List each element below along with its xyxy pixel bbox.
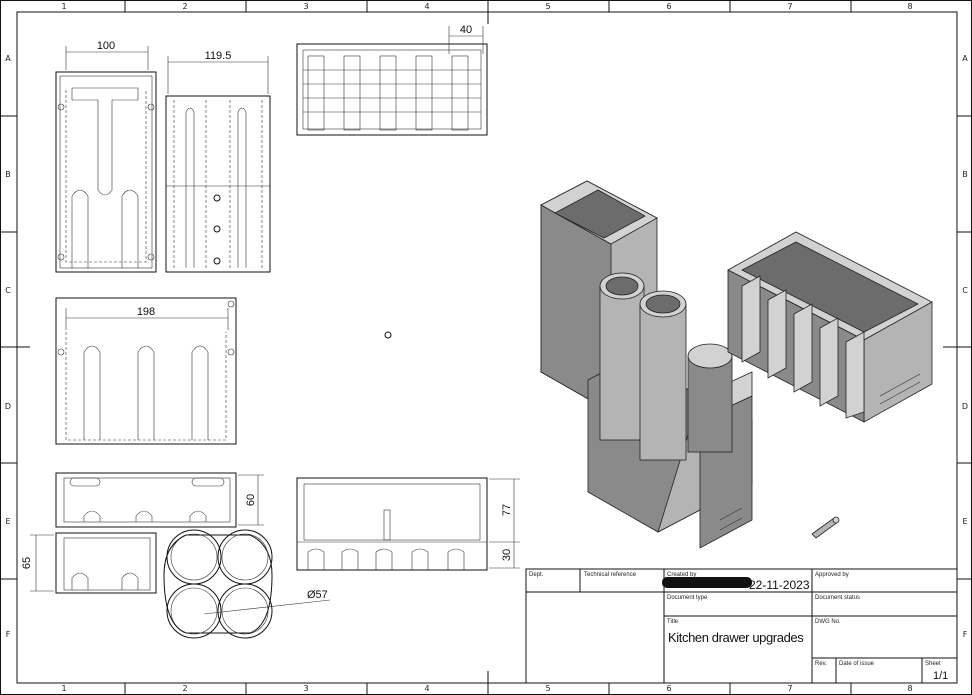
zone-col-4-top: 4 [424,2,429,11]
tb-sheet-value: 1/1 [933,670,948,682]
view-cups-top: Ø57 [163,529,331,639]
zone-row-c-left: C [5,286,11,295]
zone-col-6-top: 6 [666,2,671,11]
dim-cup-diameter: Ø57 [307,589,328,601]
tb-doc-status-label: Document status [815,595,860,601]
zone-row-f-right: F [963,630,968,639]
zone-col-7-bottom: 7 [787,684,792,693]
zone-col-8-bottom: 8 [907,684,912,693]
title-block: Dept. Technical reference Created by 22-… [525,568,958,684]
zone-row-c-right: C [962,286,968,295]
zone-col-8-top: 8 [907,2,912,11]
zone-row-e-right: E [962,517,967,526]
tb-created-by-label: Created by [667,572,696,578]
dim-box-height: 77 [501,504,513,516]
drawer-slot-fins [741,275,865,419]
tb-created-date: 22-11-2023 [749,578,810,592]
zone-col-3-top: 3 [303,2,308,11]
zone-col-2-top: 2 [182,2,187,11]
dim-front-width: 100 [97,40,115,52]
tb-rev-label: Rev. [815,661,827,667]
tb-dept-label: Dept. [529,572,544,578]
view-bottom-198: 198 [55,297,237,445]
zone-row-b-right: B [962,170,968,179]
zone-row-b-left: B [5,170,11,179]
zone-col-6-bottom: 6 [666,684,671,693]
tb-doc-type-label: Document type [667,595,708,601]
zone-col-2-bottom: 2 [182,684,187,693]
zone-col-1-top: 1 [61,2,66,11]
isometric-organizer [540,180,753,549]
tb-dwg-no-label: DWG No. [815,619,841,625]
zone-col-4-bottom: 4 [424,684,429,693]
dim-cup-height: 65 [21,557,33,569]
zone-col-5-top: 5 [545,2,550,11]
tb-sheet-label: Sheet [925,661,941,667]
zone-row-e-left: E [5,517,10,526]
dim-wall-height: 60 [245,494,257,506]
tb-approved-by-label: Approved by [815,572,849,578]
zone-labels: 1 2 3 4 5 6 7 8 1 2 3 4 5 6 7 8 A B C D … [5,2,968,693]
tb-date-issue-label: Date of issue [839,661,875,667]
zone-row-f-left: F [6,630,11,639]
zone-col-7-top: 7 [787,2,792,11]
redacted-author [662,577,752,588]
view-wall-60: 60 [55,472,264,528]
isometric-pin [811,516,840,539]
dim-slot-pitch: 40 [460,24,472,36]
dim-side-width: 119.5 [205,50,232,62]
tb-title-label: Title [667,619,679,625]
view-top-slots: 40 [296,24,488,136]
view-side-119: 119.5 [165,50,271,273]
view-cup-65: 65 [21,532,157,594]
dim-foot-height: 30 [501,549,513,561]
zone-row-a-right: A [962,54,968,63]
center-hole-mark [384,331,392,339]
zone-col-5-bottom: 5 [545,684,550,693]
zone-row-d-right: D [962,402,968,411]
view-front-100: 100 [55,40,157,273]
tb-title-value: Kitchen drawer upgrades [668,630,804,645]
view-box-77: 77 30 [296,477,520,571]
isometric-drawer-box [727,231,933,423]
zone-col-1-bottom: 1 [61,684,66,693]
tb-tech-ref-label: Technical reference [584,572,637,578]
zone-row-d-left: D [5,402,11,411]
dim-bottom-width: 198 [137,306,155,318]
zone-row-a-left: A [5,54,11,63]
zone-col-3-bottom: 3 [303,684,308,693]
